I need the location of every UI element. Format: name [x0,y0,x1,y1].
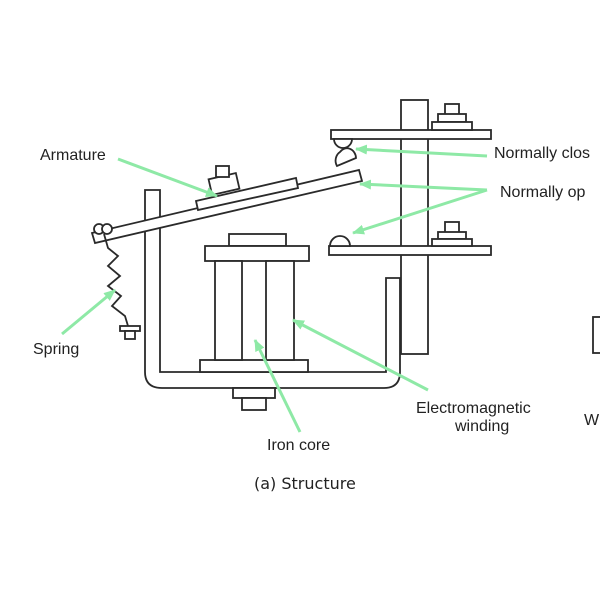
iron-core [199,233,310,373]
arrow-iron-core [253,339,302,433]
return-spring [93,223,141,340]
normally-open-contact [328,221,492,256]
label-spring: Spring [33,341,79,358]
yoke-frame [144,189,401,389]
arrow-armature [117,157,218,198]
caption: (a) Structure [254,474,356,493]
arrow-normally-open-2 [352,188,488,235]
label-normally-open: Normally op [500,184,585,201]
mount-bolt [232,387,276,411]
label-iron-core: Iron core [267,437,330,454]
arrow-normally-closed [355,144,488,158]
partial-symbol-box [592,316,600,354]
normally-closed-contact [330,103,492,149]
moving-contact [334,147,357,168]
armature [90,165,364,245]
arrow-spring [61,288,116,336]
contact-insulator [400,99,429,355]
arrow-normally-open-1 [359,179,488,192]
leader-arrows [61,144,488,433]
label-normally-closed: Normally clos [494,145,590,162]
electromagnetic-winding [214,260,295,361]
label-winding: winding [454,418,509,435]
label-electromagnetic: Electromagnetic [416,400,531,417]
label-armature: Armature [40,147,106,164]
label-partial-w: W [584,412,600,429]
arrow-electromagnetic-winding [292,318,429,392]
